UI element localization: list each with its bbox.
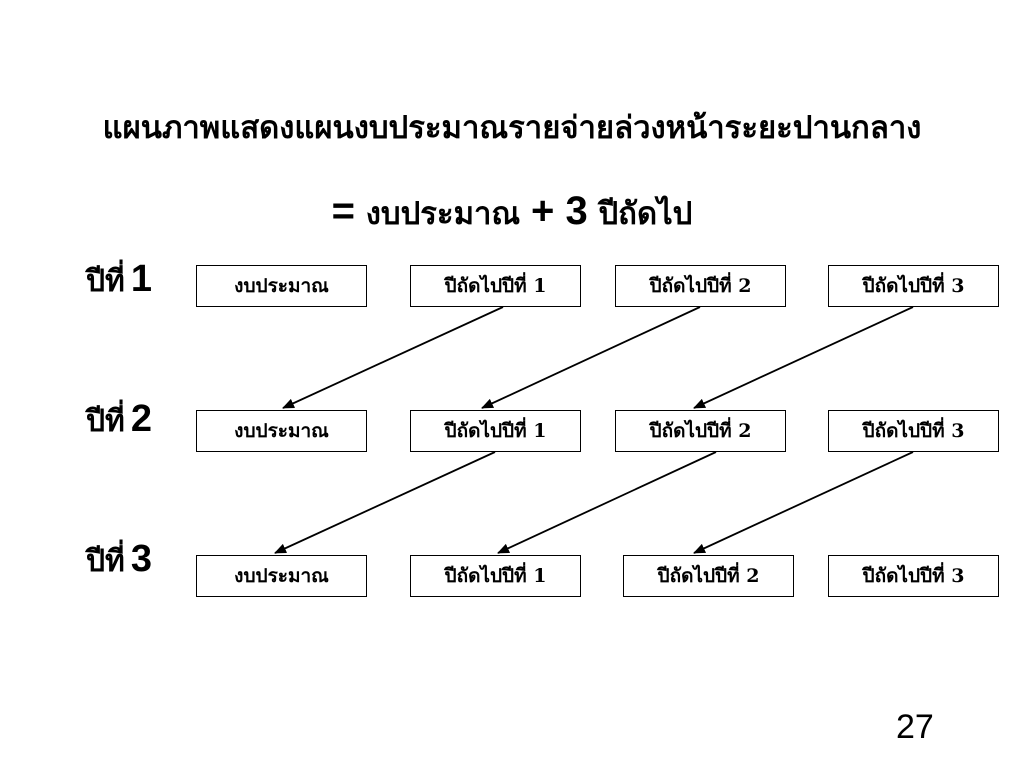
subtitle-plus-three: + 3 xyxy=(530,189,588,233)
diagram-title: แผนภาพแสดงแผนงบประมาณรายจ่ายล่วงหน้าระยะ… xyxy=(102,110,922,146)
row1-box-next-year-3: ปีถัดไปปีที่ 3 xyxy=(828,265,999,307)
arrow-r1-next1-to-r2-budget xyxy=(282,306,504,409)
subtitle-next-years: ปีถัดไป xyxy=(598,196,693,232)
year-label-text: ปีที่ xyxy=(86,544,125,579)
equals-sign: = xyxy=(331,189,355,233)
year-label-number: 1 xyxy=(130,258,152,300)
diagram-subtitle: = งบประมาณ + 3 ปีถัดไป xyxy=(0,187,1024,235)
page-number: 27 xyxy=(896,708,934,746)
row3-box-next-year-1: ปีถัดไปปีที่ 1 xyxy=(410,555,581,597)
arrow-r1-next3-to-r2-next2 xyxy=(693,306,914,409)
year-label-2: ปีที่2 xyxy=(86,398,152,445)
year-label-3: ปีที่3 xyxy=(86,538,152,585)
year-label-number: 3 xyxy=(130,538,152,580)
row3-box-next-year-2: ปีถัดไปปีที่ 2 xyxy=(623,555,794,597)
row3-box-next-year-3: ปีถัดไปปีที่ 3 xyxy=(828,555,999,597)
row1-box-next-year-1: ปีถัดไปปีที่ 1 xyxy=(410,265,581,307)
row2-box-next-year-3: ปีถัดไปปีที่ 3 xyxy=(828,410,999,452)
arrow-r2-next2-to-r3-next1 xyxy=(497,451,717,554)
arrow-r1-next2-to-r2-next1 xyxy=(481,306,701,409)
year-label-text: ปีที่ xyxy=(86,264,125,299)
arrow-r2-next3-to-r3-next2 xyxy=(693,451,914,554)
row2-box-next-year-2: ปีถัดไปปีที่ 2 xyxy=(615,410,786,452)
row3-box-budget: งบประมาณ xyxy=(196,555,367,597)
arrow-r2-next1-to-r3-budget xyxy=(274,451,496,554)
row2-box-next-year-1: ปีถัดไปปีที่ 1 xyxy=(410,410,581,452)
year-label-number: 2 xyxy=(130,398,152,440)
row1-box-budget: งบประมาณ xyxy=(196,265,367,307)
row1-box-next-year-2: ปีถัดไปปีที่ 2 xyxy=(615,265,786,307)
year-label-1: ปีที่1 xyxy=(86,258,152,305)
year-label-text: ปีที่ xyxy=(86,404,125,439)
subtitle-budget: งบประมาณ xyxy=(365,196,521,232)
row2-box-budget: งบประมาณ xyxy=(196,410,367,452)
